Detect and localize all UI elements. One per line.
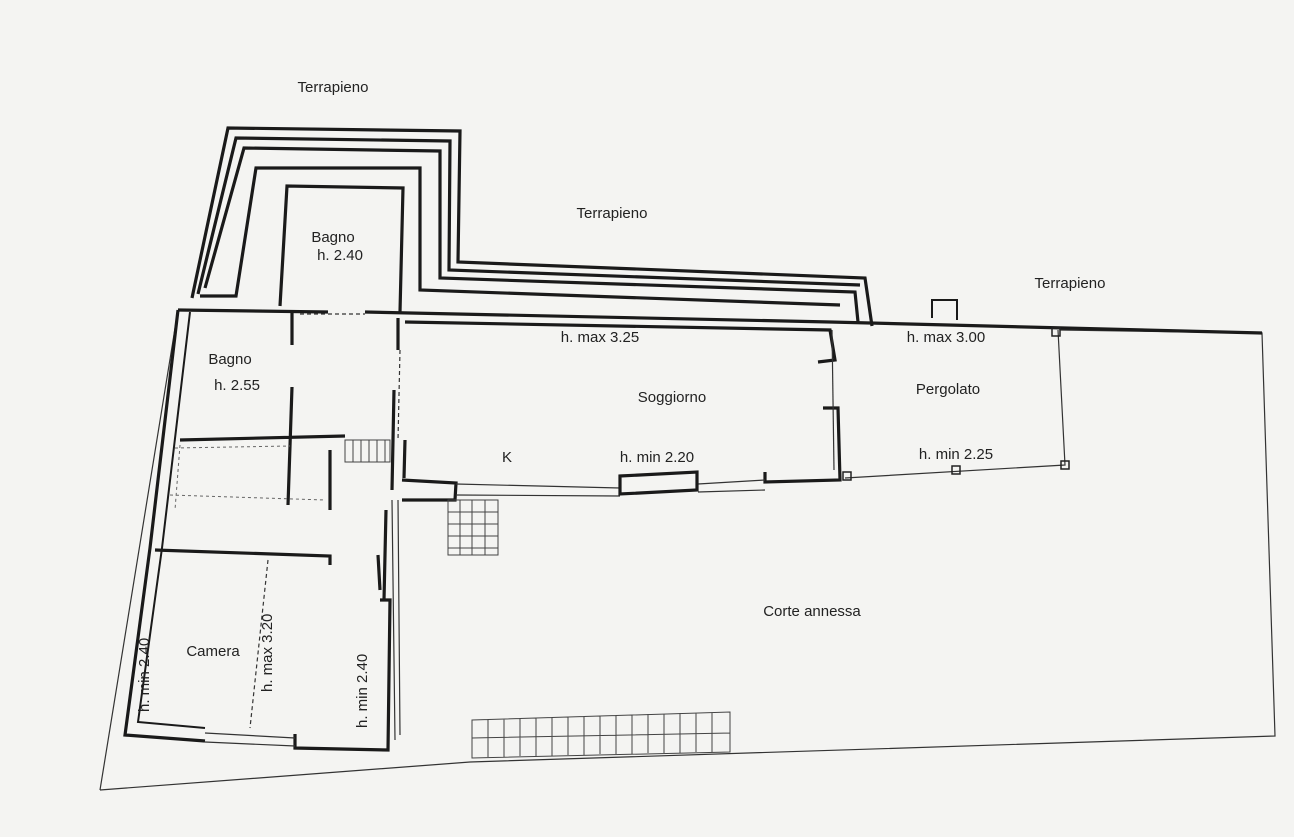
pergolato-post-2 xyxy=(1060,460,1070,470)
camera-window xyxy=(204,732,296,747)
house-west-wall xyxy=(123,309,206,743)
corridor-dash xyxy=(397,349,401,441)
camera-label: Camera xyxy=(186,643,240,660)
soggiorno-window-strip xyxy=(455,479,766,497)
camera-dash xyxy=(249,559,269,729)
bagno-left-label: Bagno xyxy=(208,351,252,368)
kitchen-label: K xyxy=(501,449,513,466)
corte-label: Corte annessa xyxy=(763,603,861,620)
pergolato-post-1 xyxy=(1051,327,1061,337)
retaining-wall-cap xyxy=(200,166,841,307)
bagno-top-walls xyxy=(278,184,405,313)
bagno-left-height: h. 2.55 xyxy=(214,377,260,394)
camera-hmin-left: h. min 2.40 xyxy=(136,637,153,712)
camera-hmax: h. max 3.20 xyxy=(259,613,276,692)
soggiorno-hmax: h. max 3.25 xyxy=(560,329,640,346)
soggiorno-south-wall xyxy=(401,478,458,502)
outdoor-stair xyxy=(471,711,731,759)
tiled-area-faint xyxy=(169,444,326,511)
retaining-wall-outer xyxy=(190,126,874,327)
soggiorno-label: Soggiorno xyxy=(637,389,707,406)
corridor-lines xyxy=(391,499,401,741)
entry-steps xyxy=(447,499,499,556)
camera-walls xyxy=(154,548,392,752)
house-north-wall xyxy=(177,308,1263,335)
pergolato-label: Pergolato xyxy=(915,381,981,398)
retaining-wall-inner xyxy=(196,136,861,295)
terrapieno-label-center: Terrapieno xyxy=(576,205,648,222)
terrapieno-label-right: Terrapieno xyxy=(1034,275,1106,292)
bagno-top-label: Bagno xyxy=(311,229,355,246)
pergolato-post-3 xyxy=(951,465,961,475)
camera-hmin-right: h. min 2.40 xyxy=(354,653,371,728)
soggiorno-hmin: h. min 2.20 xyxy=(619,449,695,466)
bagno-top-height: h. 2.40 xyxy=(317,247,363,264)
chimney xyxy=(931,299,958,320)
soggiorno-east-line xyxy=(831,329,835,471)
pergolato-frame xyxy=(844,329,1066,479)
pergolato-post-4 xyxy=(842,471,852,481)
pergolato-hmax: h. max 3.00 xyxy=(906,329,986,346)
pergolato-hmin: h. min 2.25 xyxy=(918,446,994,463)
corridor-walls xyxy=(382,318,400,601)
soggiorno-window-block xyxy=(618,470,699,496)
small-stair xyxy=(344,439,391,463)
house-west-wall-inner xyxy=(136,311,206,729)
lot-boundary xyxy=(99,309,1276,791)
bagno-left-partitions xyxy=(179,312,407,510)
terrapieno-label-left: Terrapieno xyxy=(297,79,369,96)
retaining-wall-mid xyxy=(203,146,860,323)
